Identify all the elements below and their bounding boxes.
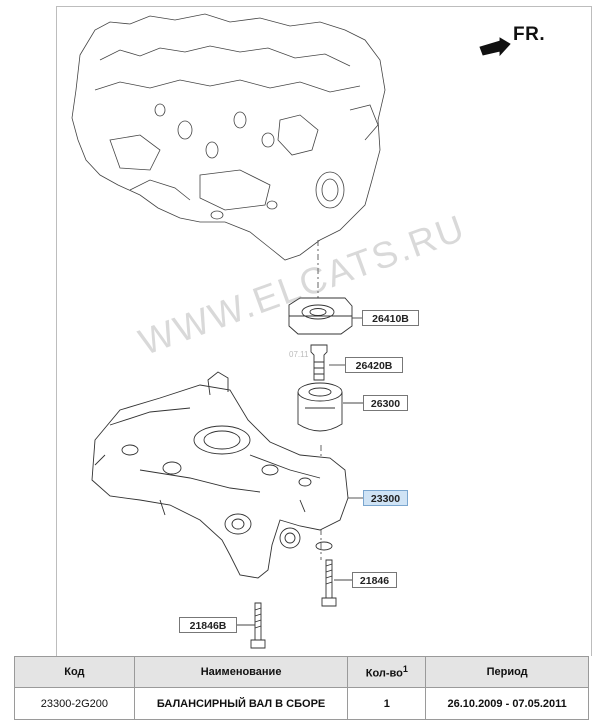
parts-diagram: FR. WWW.ELCATS.RU 07.11 26410B 26420B 26… bbox=[56, 6, 592, 656]
header-period: Период bbox=[425, 656, 589, 688]
oil-cooler-part-drawing bbox=[288, 297, 353, 335]
header-qty: Кол-во1 bbox=[347, 656, 427, 688]
engine-block-drawing bbox=[71, 13, 386, 261]
bolt-21846b-drawing bbox=[250, 602, 266, 649]
cell-code[interactable]: 23300-2G200 bbox=[14, 687, 135, 720]
callout-26410b[interactable]: 26410B bbox=[362, 310, 419, 326]
callout-21846[interactable]: 21846 bbox=[352, 572, 397, 588]
parts-table-header: Код Наименование Кол-во1 Период bbox=[14, 656, 589, 688]
watermark-date: 07.11 bbox=[289, 350, 309, 359]
header-name: Наименование bbox=[133, 656, 349, 688]
callout-26420b[interactable]: 26420B bbox=[345, 357, 403, 373]
front-direction-arrow-icon bbox=[479, 37, 511, 57]
diagram-frame bbox=[56, 6, 592, 656]
header-qty-footnote: 1 bbox=[402, 664, 408, 675]
cell-qty: 1 bbox=[347, 687, 427, 720]
callout-23300[interactable]: 23300 bbox=[363, 490, 408, 506]
callout-21846b[interactable]: 21846B bbox=[179, 617, 237, 633]
front-direction-label: FR. bbox=[513, 24, 546, 45]
table-row[interactable]: 23300-2G200 БАЛАНСИРНЫЙ ВАЛ В СБОРЕ 1 26… bbox=[14, 687, 589, 720]
header-qty-label: Кол-во bbox=[365, 667, 403, 680]
oil-filter-fitting-drawing bbox=[310, 344, 328, 381]
callout-26300[interactable]: 26300 bbox=[363, 395, 408, 411]
cell-name: БАЛАНСИРНЫЙ ВАЛ В СБОРЕ bbox=[133, 687, 349, 720]
callout-leaders bbox=[237, 317, 363, 626]
bolt-21846-drawing bbox=[321, 559, 337, 607]
diagram-drawing bbox=[71, 13, 511, 649]
header-code: Код bbox=[14, 656, 135, 688]
cell-period: 26.10.2009 - 07.05.2011 bbox=[425, 687, 589, 720]
balance-shaft-assembly-drawing bbox=[91, 371, 349, 579]
oil-filter-drawing bbox=[297, 382, 343, 432]
parts-table: Код Наименование Кол-во1 Период 23300-2G… bbox=[14, 656, 589, 720]
